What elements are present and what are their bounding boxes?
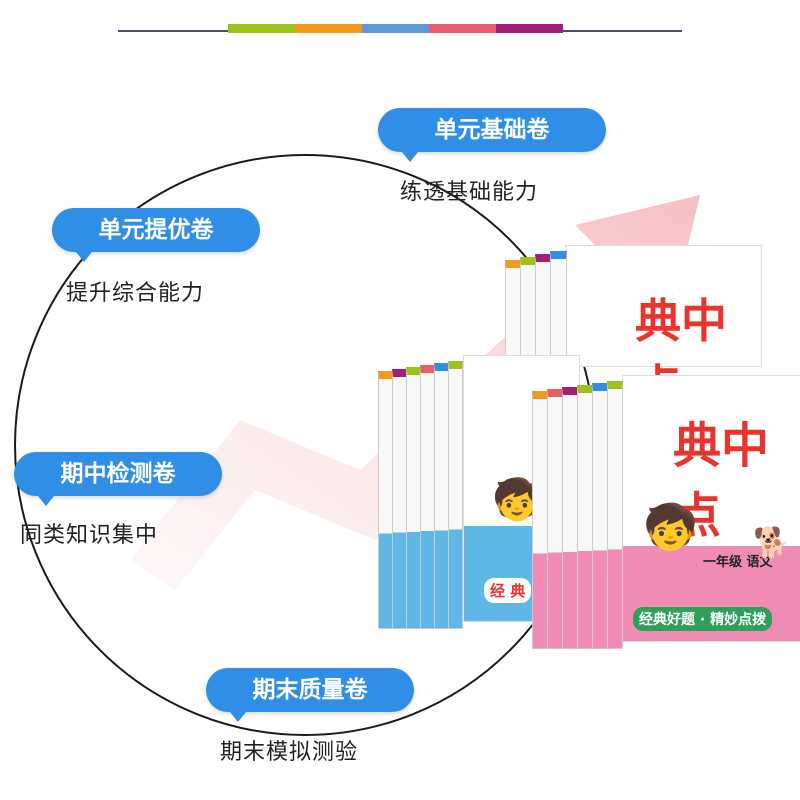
header-color-segment: [228, 24, 295, 33]
book-spine: [434, 363, 449, 629]
mascot-dog: 🐕: [753, 526, 791, 561]
book-spine: [577, 385, 593, 649]
book-spine: [448, 361, 463, 629]
book-spine: [406, 367, 421, 629]
header-color-segment: [496, 24, 563, 33]
pill-midterm: 期中检测卷: [14, 452, 222, 506]
book-spine: [378, 371, 393, 629]
pill-final: 期末质量卷: [206, 668, 414, 722]
header-color-segment: [429, 24, 496, 33]
book-spine: [592, 383, 608, 649]
book-spine: [547, 389, 563, 649]
header-color-segment: [362, 24, 429, 33]
book-spine: [392, 369, 407, 629]
slogan: 经典好题 · 精妙点拨: [633, 607, 773, 631]
mascot-boy-reading: 🧒: [643, 502, 698, 553]
desc-unit-basic: 练透基础能力: [400, 180, 539, 205]
pill-unit-advanced: 单元提优卷: [52, 208, 260, 262]
pill-unit-basic: 单元基础卷: [378, 108, 606, 162]
slogan-short: 经 典: [484, 578, 532, 603]
book-spine: [532, 391, 548, 649]
grade-label: 一年级 语文: [703, 555, 773, 570]
box-set-back: 典中点: [505, 245, 762, 414]
book-spine: [420, 365, 435, 629]
desc-final: 期末模拟测验: [220, 740, 359, 765]
desc-unit-advanced: 提升综合能力: [66, 281, 205, 306]
book-spine: [562, 387, 578, 649]
desc-midterm: 同类知识集中: [20, 523, 159, 548]
header-color-segment: [295, 24, 362, 33]
brand-logo-front: 典中点: [673, 418, 770, 544]
box-set-pink: 典中点 一年级 语文 经典好题 · 精妙点拨 🧒 🐕: [532, 375, 800, 649]
book-spine: [607, 381, 623, 649]
